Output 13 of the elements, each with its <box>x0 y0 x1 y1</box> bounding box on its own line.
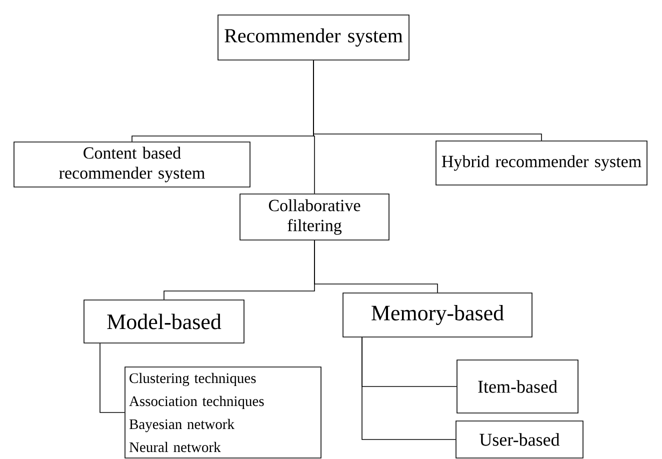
process-box: Memory-based <box>342 292 532 338</box>
process-box: Content based recommender system <box>14 142 250 188</box>
process-box: User-based <box>456 420 584 458</box>
connector-line <box>313 60 542 141</box>
process-box: Recommender system <box>218 14 410 60</box>
list-box: Clustering techniques Association techniques Bayesian network Neural network <box>124 366 322 458</box>
process-box: Item-based <box>456 360 578 414</box>
process-box: Model-based <box>84 300 244 344</box>
connector-line <box>314 240 438 293</box>
process-box: Hybrid recommender system <box>436 140 648 186</box>
connector-line <box>100 343 125 413</box>
connector-line <box>362 337 456 440</box>
process-box: Collaborative filtering <box>240 194 390 240</box>
